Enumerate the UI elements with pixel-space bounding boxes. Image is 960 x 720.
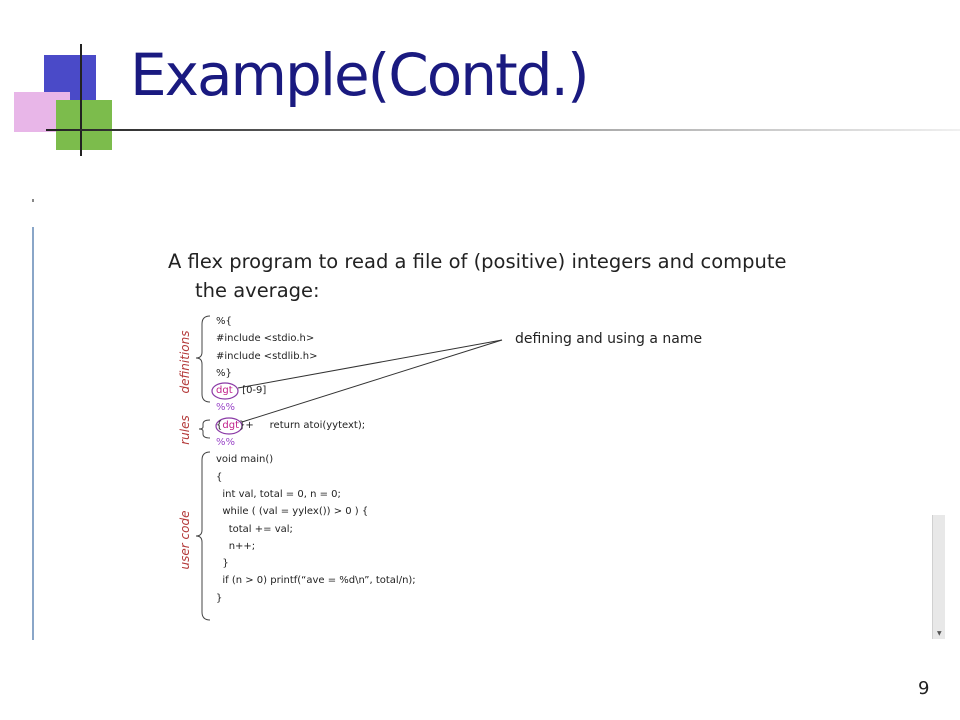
code-line: } [216, 558, 229, 570]
code-line: if (n > 0) printf(“ave = %d\n”, total/n)… [216, 575, 416, 587]
code-line: void main() [216, 454, 274, 466]
dgt-usage-circle [215, 417, 243, 435]
content-heading: A flex program to read a file of (positi… [168, 247, 808, 305]
rule-open-brace: { [216, 419, 223, 431]
user-code-label: user code [178, 510, 192, 570]
code-line-definition: dgt [0-9] [216, 382, 416, 399]
dgt-definition-circle [211, 382, 239, 400]
code-line: while ( (val = yylex()) > 0 ) { [216, 506, 369, 518]
definitions-brace [195, 315, 211, 403]
name-usage: dgt [222, 419, 239, 431]
definition-pattern: [0-9] [242, 385, 267, 397]
title-decoration-green-square [56, 100, 112, 150]
code-line: #include <stdlib.h> [216, 350, 318, 362]
code-line: total += val; [216, 523, 293, 535]
frame-dot [32, 199, 34, 202]
user-code-brace [195, 451, 211, 621]
code-line: n++; [216, 540, 256, 552]
code-line: %{ [216, 316, 232, 327]
code-line: #include <stdio.h> [216, 333, 315, 345]
code-line-rule: {dgt}+ return atoi(yytext); [216, 417, 416, 434]
code-line: int val, total = 0, n = 0; [216, 488, 341, 500]
pointer-line-definition [237, 339, 503, 389]
title-decoration-vertical-line [80, 44, 82, 156]
slide-title: Example(Contd.) [130, 41, 590, 109]
code-line-separator: %% [216, 437, 236, 449]
title-underline [46, 129, 960, 131]
name-definition: dgt [216, 385, 233, 397]
rules-label: rules [178, 415, 192, 445]
pointer-line-usage [241, 339, 503, 423]
rules-brace [198, 419, 211, 439]
scroll-down-arrow-icon[interactable]: ▼ [937, 630, 942, 637]
code-listing: %{ #include <stdio.h> #include <stdlib.h… [216, 313, 416, 607]
code-line-separator: %% [216, 402, 236, 414]
code-line: { [216, 471, 223, 483]
frame-left-border [32, 227, 34, 640]
rule-action: return atoi(yytext); [269, 419, 366, 431]
rule-close-brace: }+ [239, 419, 254, 431]
page-number: 9 [918, 678, 930, 699]
annotation-text: defining and using a name [515, 331, 703, 347]
definitions-label: definitions [178, 330, 192, 394]
heading-line-2: the average: [195, 279, 320, 302]
code-line: } [216, 592, 223, 604]
code-line: %} [216, 367, 232, 379]
scrollbar[interactable]: ▼ [932, 515, 945, 639]
heading-line-1: A flex program to read a file of (positi… [168, 250, 787, 273]
